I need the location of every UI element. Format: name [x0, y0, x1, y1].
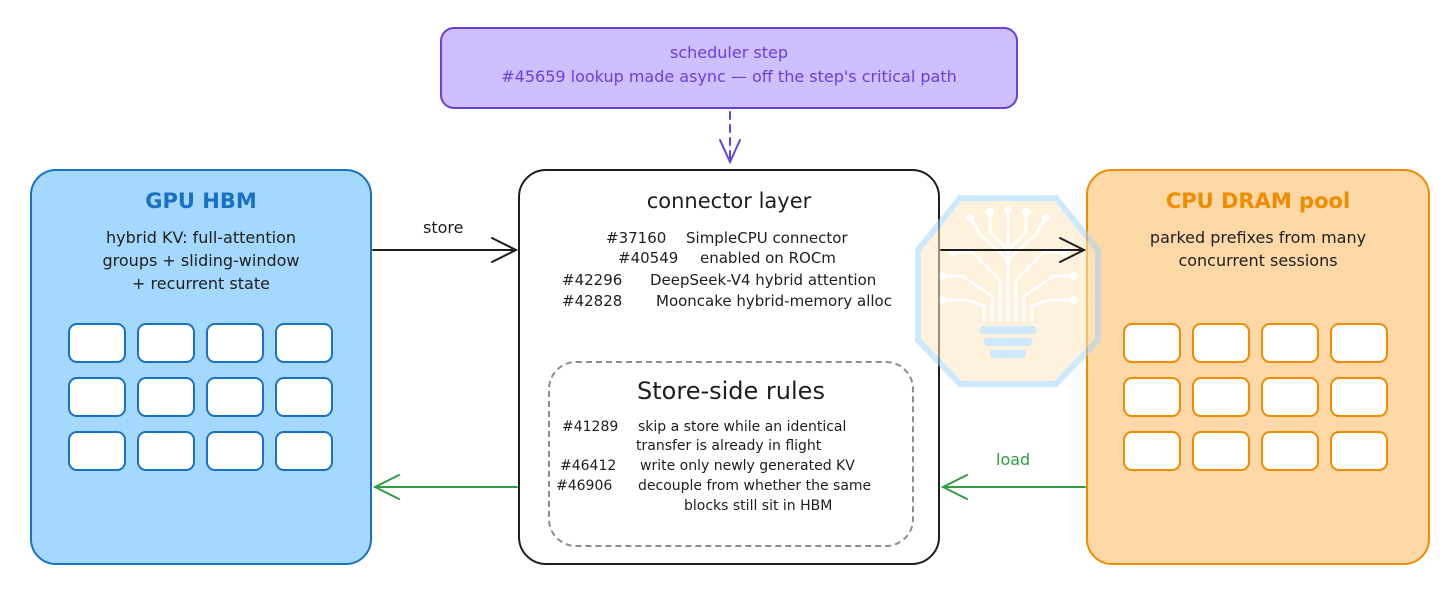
rule-line: skip a store while an identical: [638, 419, 847, 435]
connector-layer-box: connector layer #37160 SimpleCPU connect…: [518, 169, 940, 565]
kv-block: [1261, 431, 1319, 471]
kv-block: [275, 377, 333, 417]
pr-id: #37160: [606, 229, 667, 247]
kv-block: [206, 323, 264, 363]
scheduler-step-box: scheduler step #45659 lookup made async …: [440, 27, 1018, 109]
pr-text: Mooncake hybrid-memory alloc: [656, 292, 892, 310]
load-label: load: [996, 450, 1031, 469]
rule-line: decouple from whether the same: [638, 478, 872, 494]
scheduler-title: scheduler step: [670, 43, 788, 62]
pr-text: SimpleCPU connector: [686, 229, 848, 247]
kv-block: [68, 323, 126, 363]
kv-block: [206, 377, 264, 417]
gpu-desc-line: + recurrent state: [132, 274, 270, 293]
store-label: store: [423, 218, 464, 237]
kv-block: [137, 323, 195, 363]
kv-block: [137, 431, 195, 471]
gpu-hbm-box: GPU HBM hybrid KV: full-attention groups…: [30, 169, 372, 565]
kv-block: [68, 377, 126, 417]
kv-block: [137, 377, 195, 417]
cpu-dram-pool-box: CPU DRAM pool parked prefixes from many …: [1086, 169, 1430, 565]
kv-block: [1192, 323, 1250, 363]
cpu-desc-line: parked prefixes from many: [1149, 228, 1367, 247]
rule-line: blocks still sit in HBM: [684, 498, 833, 514]
load-arrow: [940, 474, 1086, 500]
connector-to-cpu-arrow: [940, 237, 1087, 263]
kv-block: [275, 431, 333, 471]
gpu-hbm-title: GPU HBM: [145, 189, 257, 213]
kv-block: [1123, 323, 1181, 363]
store-arrow: [372, 237, 519, 263]
connector-to-gpu-arrow: [372, 474, 518, 500]
cpu-block-grid: [1123, 323, 1388, 471]
rule-line: write only newly generated KV: [640, 458, 855, 474]
kv-block: [68, 431, 126, 471]
kv-block: [1123, 377, 1181, 417]
cpu-dram-title: CPU DRAM pool: [1165, 189, 1351, 213]
store-side-rules-box: Store-side rules #41289 skip a store whi…: [548, 361, 914, 547]
gpu-hbm-description: hybrid KV: full-attention groups + slidi…: [32, 226, 370, 295]
kv-block: [1261, 323, 1319, 363]
rule-id: #46906: [556, 478, 613, 494]
kv-block: [1261, 377, 1319, 417]
pr-id: #40549: [618, 249, 679, 267]
rule-id: #41289: [562, 419, 619, 435]
pr-text: enabled on ROCm: [700, 249, 836, 267]
gpu-desc-line: groups + sliding-window: [102, 251, 300, 270]
kv-block: [1123, 431, 1181, 471]
kv-block: [1192, 377, 1250, 417]
rules-title: Store-side rules: [637, 377, 825, 405]
scheduler-arrow: [719, 111, 741, 165]
scheduler-detail: #45659 lookup made async — off the step'…: [501, 67, 957, 86]
kv-block: [1330, 323, 1388, 363]
kv-block: [1330, 377, 1388, 417]
kv-block: [206, 431, 264, 471]
gpu-block-grid: [68, 323, 333, 471]
cpu-desc-line: concurrent sessions: [1178, 251, 1338, 270]
gpu-desc-line: hybrid KV: full-attention: [105, 228, 297, 247]
kv-block: [1192, 431, 1250, 471]
pr-text: DeepSeek-V4 hybrid attention: [650, 271, 877, 289]
rule-line: transfer is already in flight: [636, 438, 822, 454]
connector-title: connector layer: [646, 189, 812, 213]
pr-id: #42296: [562, 271, 623, 289]
pr-id: #42828: [562, 292, 623, 310]
kv-block: [275, 323, 333, 363]
kv-block: [1330, 431, 1388, 471]
cpu-dram-description: parked prefixes from many concurrent ses…: [1088, 226, 1428, 272]
rule-id: #46412: [560, 458, 617, 474]
